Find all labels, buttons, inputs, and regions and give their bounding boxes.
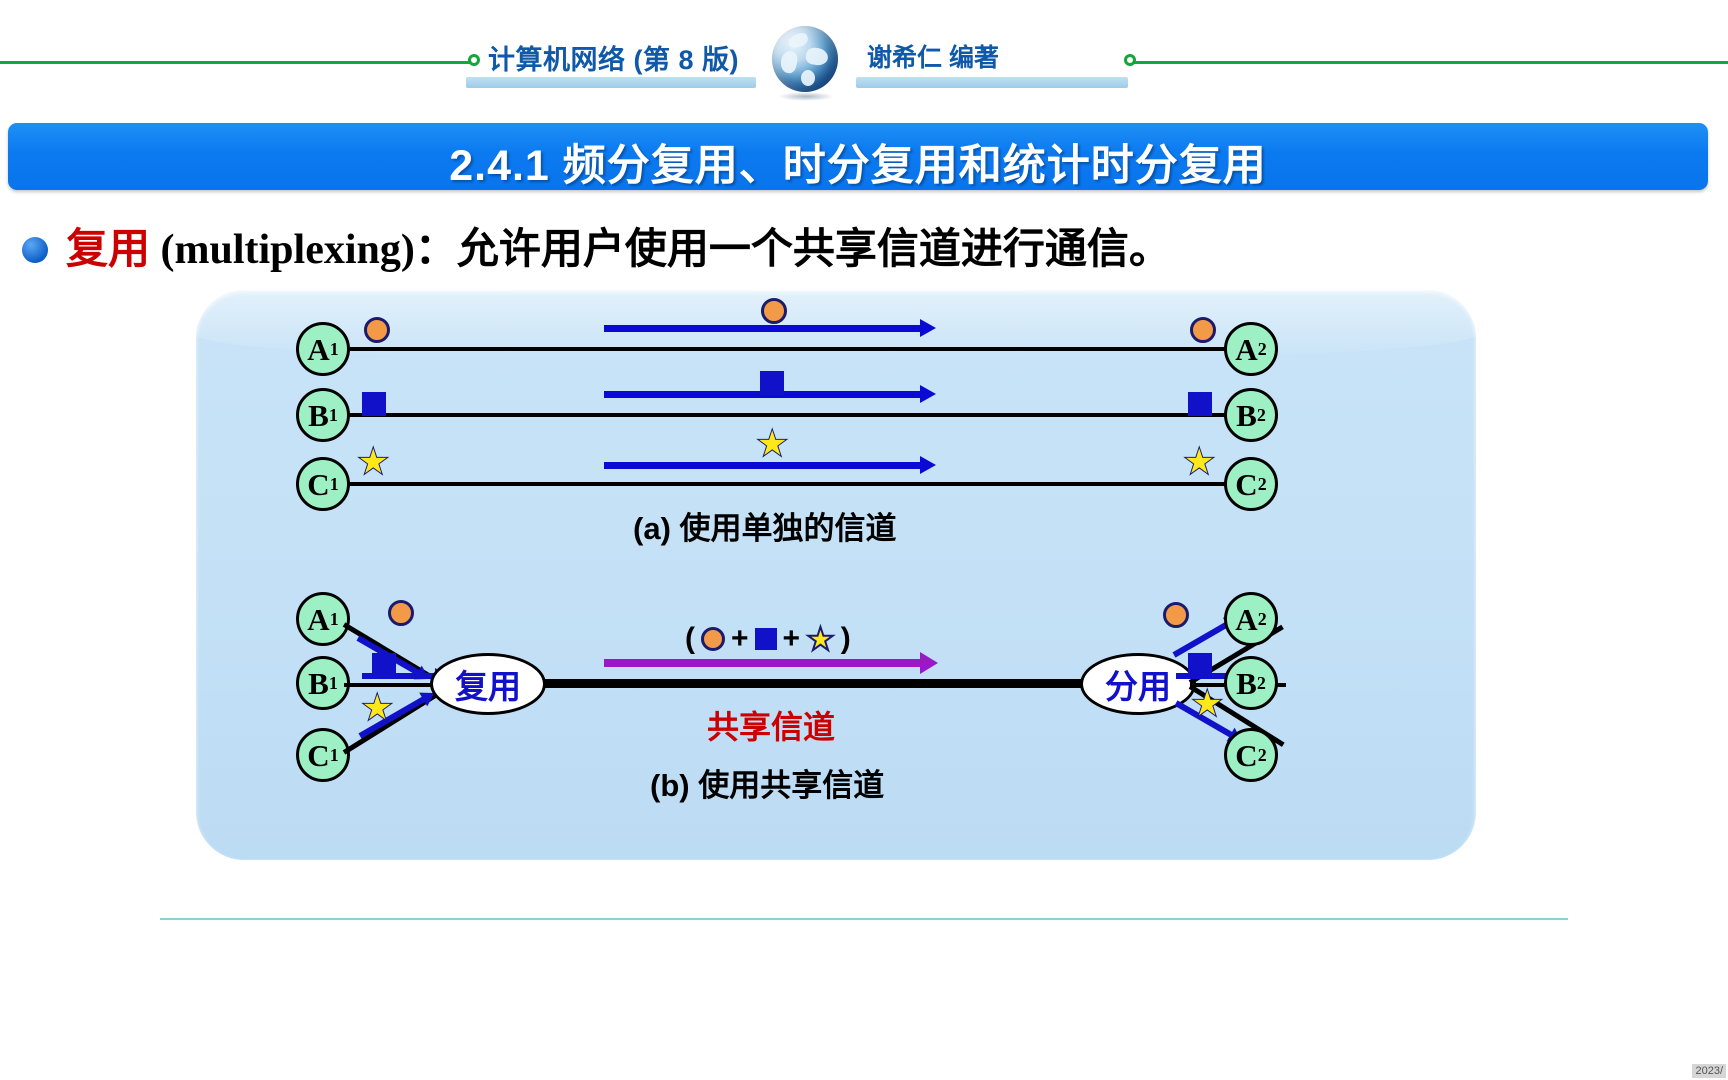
- symbol-square-b-right2: [1188, 653, 1212, 677]
- header-rule-left: [0, 61, 470, 64]
- channel-line-c: [348, 482, 1232, 486]
- node-a1-sub: 1: [329, 339, 339, 359]
- node-c2-label: C: [1235, 466, 1258, 502]
- globe-icon: [772, 26, 838, 92]
- node-b-b1-label: B: [308, 665, 329, 701]
- node-b-a1-sub: 1: [329, 609, 339, 629]
- symbol-circle-a-mid: [761, 298, 787, 324]
- page-date-badge: 2023/: [1692, 1064, 1726, 1078]
- section-title-text: 2.4.1 频分复用、时分复用和统计时分复用: [449, 142, 1267, 190]
- symbol-square-b-mid: [760, 371, 784, 395]
- caption-part-b: (b) 使用共享信道: [650, 768, 885, 803]
- symbol-square-b-left: [362, 392, 386, 416]
- header-rule-right: [1133, 61, 1728, 64]
- symbol-star-b-right: ★: [1191, 685, 1223, 723]
- slide-header: 计算机网络 (第 8 版) 谢希仁 编著: [0, 0, 1728, 118]
- symbol-square-b-right: [1188, 392, 1212, 416]
- sum-plus-2: +: [782, 622, 801, 655]
- mux-ellipse: 复用: [430, 653, 546, 715]
- node-b1-label: B: [308, 397, 329, 433]
- bullet-paragraph: 复用 (multiplexing)：允许用户使用一个共享信道进行通信。: [66, 215, 1171, 276]
- node-c2-sub: 2: [1257, 474, 1267, 494]
- node-b-a1-label: A: [307, 601, 330, 637]
- header-ring-right-icon: [1124, 54, 1136, 66]
- section-title-banner: 2.4.1 频分复用、时分复用和统计时分复用: [8, 123, 1708, 190]
- node-b2-sub: 2: [1256, 405, 1266, 425]
- symbol-star-c-left: ★: [357, 443, 389, 481]
- symbol-circle-a-left: [364, 317, 390, 343]
- node-b1-sub: 1: [328, 405, 338, 425]
- globe-shadow: [778, 92, 834, 101]
- node-b-c1-label: C: [307, 737, 330, 773]
- symbol-star-b-left: ★: [361, 689, 393, 727]
- connector-b1-mux: [344, 683, 440, 687]
- symbol-square-b-left2: [372, 653, 396, 677]
- sum-symbol-star: ★: [805, 621, 836, 657]
- author-name: 谢希仁 编著: [867, 44, 999, 72]
- node-b2-label: B: [1236, 397, 1257, 433]
- sum-close-paren: ): [840, 622, 851, 655]
- channel-line-a: [348, 347, 1232, 351]
- channel-line-b: [348, 413, 1232, 417]
- caption-part-a: (a) 使用单独的信道: [633, 511, 897, 546]
- composite-signal-label: ( + + ★ ): [685, 622, 851, 656]
- shared-channel-arrow: [604, 652, 938, 674]
- footer-rule: [160, 918, 1568, 920]
- header-bar-right: [856, 77, 1128, 88]
- header-ring-left-icon: [468, 54, 480, 66]
- bullet-keyword: 复用: [66, 225, 151, 272]
- node-b-c2-sub: 2: [1257, 745, 1267, 765]
- data-arrow-c: [604, 456, 936, 474]
- node-b-c1-sub: 1: [329, 745, 339, 765]
- bullet-description: 允许用户使用一个共享信道进行通信。: [456, 225, 1171, 272]
- node-b-b2-label: B: [1236, 665, 1257, 701]
- demux-label: 分用: [1105, 668, 1171, 705]
- node-b-c2-label: C: [1235, 737, 1258, 773]
- symbol-star-c-mid: ★: [756, 425, 788, 463]
- node-b-b1-sub: 1: [328, 673, 338, 693]
- node-c1-sub: 1: [329, 474, 339, 494]
- course-title: 计算机网络 (第 8 版): [488, 45, 740, 75]
- node-b-b2-sub: 2: [1256, 673, 1266, 693]
- shared-channel-label: 共享信道: [707, 709, 836, 745]
- symbol-star-c-right: ★: [1183, 443, 1215, 481]
- sum-plus-1: +: [731, 622, 749, 655]
- node-b-a2-label: A: [1235, 601, 1258, 637]
- sum-symbol-square: [754, 628, 777, 650]
- bullet-english: (multiplexing)：: [150, 227, 457, 273]
- header-bar-left: [466, 77, 756, 88]
- symbol-circle-b-left: [388, 600, 414, 626]
- node-c1-label: C: [307, 466, 330, 502]
- node-b-a2-sub: 2: [1257, 609, 1267, 629]
- sum-open-paren: (: [685, 622, 695, 655]
- symbol-circle-b-right: [1163, 602, 1189, 628]
- sum-symbol-circle: [701, 627, 725, 651]
- bullet-dot-icon: [22, 237, 48, 263]
- shared-channel-line: [544, 679, 1082, 688]
- symbol-circle-a-right: [1190, 317, 1216, 343]
- node-a2-label: A: [1235, 331, 1258, 367]
- data-arrow-a: [604, 319, 936, 337]
- node-a1-label: A: [307, 331, 330, 367]
- node-a2-sub: 2: [1257, 339, 1267, 359]
- mux-label: 复用: [455, 668, 521, 705]
